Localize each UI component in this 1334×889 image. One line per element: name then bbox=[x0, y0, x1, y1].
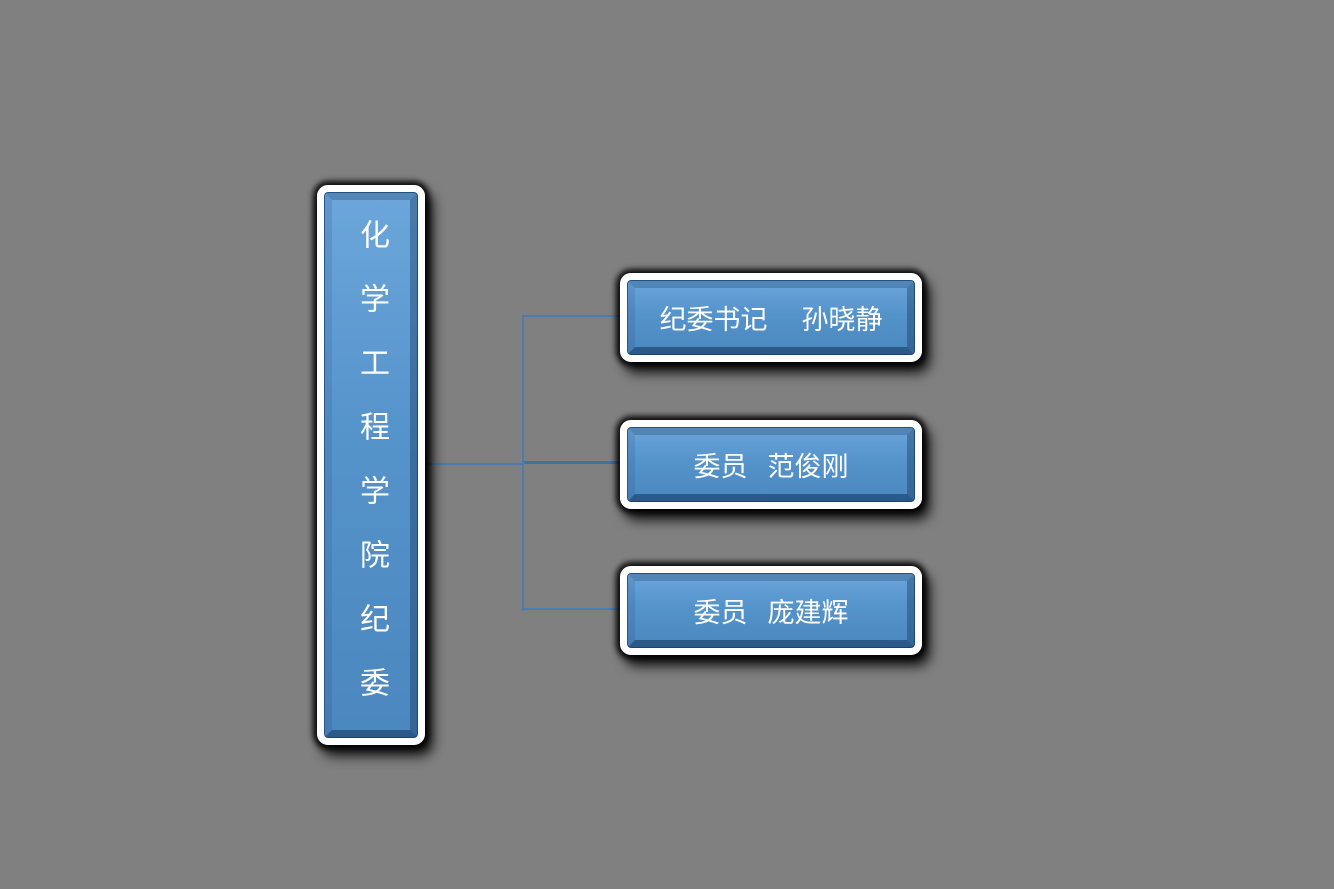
org-member-node-member2[interactable]: 委员 庞建辉 bbox=[620, 566, 922, 655]
connector-branch-middle bbox=[524, 461, 622, 464]
member-label: 纪委书记 孙晓静 bbox=[660, 298, 883, 337]
member-label: 委员 范俊刚 bbox=[694, 445, 849, 484]
connector-branch-bottom bbox=[522, 608, 622, 610]
member-role: 委员 bbox=[693, 598, 748, 628]
org-member-node-member1[interactable]: 委员 范俊刚 bbox=[620, 420, 922, 509]
member-name: 孙晓静 bbox=[801, 305, 883, 335]
member-name: 范俊刚 bbox=[767, 452, 849, 482]
member-label: 委员 庞建辉 bbox=[694, 591, 849, 630]
connector-branch-top bbox=[522, 315, 622, 317]
member-role: 委员 bbox=[693, 452, 748, 482]
org-root-title: 化学工程学院纪委 bbox=[355, 219, 388, 731]
connector-root-to-trunk bbox=[425, 463, 524, 465]
connector-trunk bbox=[522, 315, 524, 611]
member-name: 庞建辉 bbox=[767, 598, 849, 628]
org-root-node[interactable]: 化学工程学院纪委 bbox=[317, 185, 425, 745]
org-member-node-secretary[interactable]: 纪委书记 孙晓静 bbox=[620, 273, 922, 362]
member-role: 纪委书记 bbox=[659, 305, 768, 335]
